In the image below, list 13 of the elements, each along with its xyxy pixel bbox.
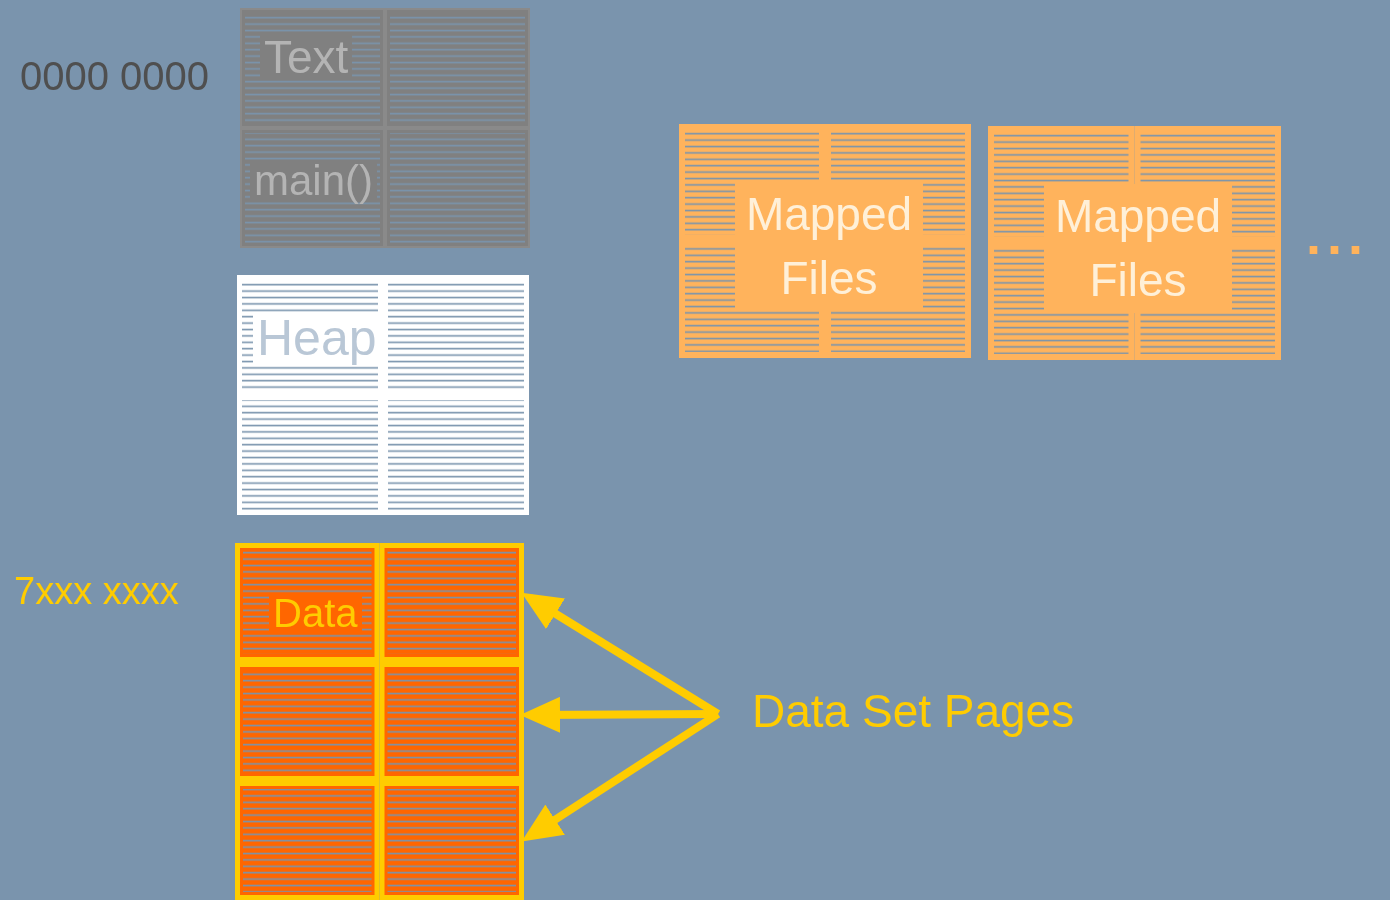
mapped-files-block xyxy=(679,124,971,358)
address-label: 7xxx xxxx xyxy=(14,572,179,610)
segment-label: main() xyxy=(250,160,377,202)
ellipsis-text: ... xyxy=(1306,208,1369,262)
segment-label: Mapped Files xyxy=(735,182,923,311)
segment-label: Heap xyxy=(253,313,381,363)
address-label: 0000 0000 xyxy=(20,56,210,96)
segment-label: Mapped Files xyxy=(1044,184,1232,313)
text-segment-block xyxy=(240,8,530,248)
segment-label: Data xyxy=(269,593,362,633)
mapped-files-block xyxy=(988,126,1281,360)
data-segment-block xyxy=(235,543,524,900)
heap-segment-block xyxy=(237,275,529,515)
